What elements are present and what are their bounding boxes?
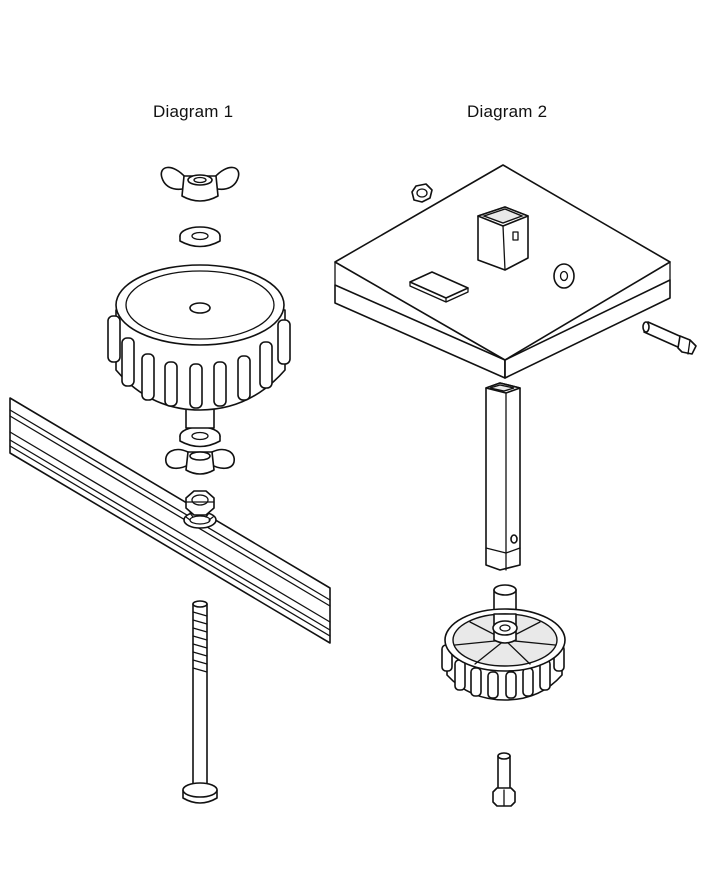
- wing-nut-upper: [160, 166, 240, 202]
- short-bolt: [492, 752, 516, 807]
- square-tube-leg: [485, 382, 521, 571]
- hex-nut-rail: [185, 490, 215, 516]
- diagram-2: [334, 164, 697, 807]
- knob-small: [441, 584, 566, 701]
- plate-washer: [553, 263, 575, 289]
- lock-washer: [183, 511, 217, 529]
- side-bolt: [642, 321, 697, 355]
- square-base-plate: [334, 164, 671, 379]
- square-socket: [477, 206, 529, 271]
- diagram-1: [9, 166, 331, 804]
- knob-large: [107, 264, 291, 411]
- washer-upper: [179, 226, 221, 248]
- diagram-1-caption: Diagram 1: [153, 102, 234, 121]
- washer-lower: [179, 426, 221, 448]
- wing-nut-lower: [165, 448, 235, 475]
- rail-channel: [9, 397, 331, 644]
- small-hex-nut: [411, 183, 433, 203]
- long-bolt: [182, 600, 218, 804]
- diagram-2-caption: Diagram 2: [467, 102, 548, 121]
- plate-pad-edge: [409, 281, 469, 303]
